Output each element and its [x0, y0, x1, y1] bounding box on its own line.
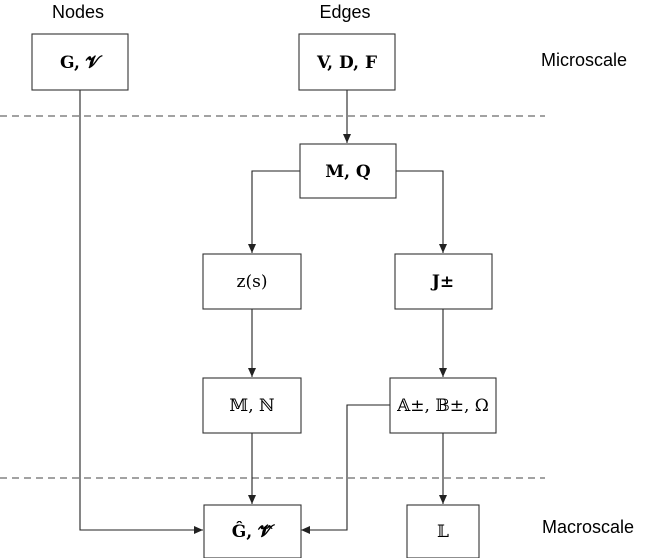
edge-gv-to-ghat [79, 90, 203, 534]
box-mm-nn-label: 𝕄, ℕ [229, 396, 274, 416]
macroscale-label: Macroscale [542, 517, 634, 537]
box-v-d-f: V, D, F [298, 33, 396, 91]
box-v-d-f-label: V, D, F [316, 53, 377, 73]
box-ll: 𝕃 [406, 504, 480, 558]
box-a-b-omega: 𝔸±, 𝔹±, Ω [389, 377, 497, 434]
box-ll-label: 𝕃 [437, 522, 449, 542]
box-m-q: M, Q [299, 143, 397, 199]
box-ghat-vhat: Ĝ, 𝓥̂ [203, 504, 302, 558]
box-z-s-label: z(s) [237, 272, 268, 292]
box-j-pm: J± [394, 253, 493, 310]
edges-header: Edges [319, 2, 370, 22]
box-z-s: z(s) [202, 253, 302, 310]
nodes-header: Nodes [52, 2, 104, 22]
box-g-v-label: G, 𝓥 [60, 53, 103, 73]
edge-mq-to-jpm [396, 170, 447, 253]
box-mm-nn: 𝕄, ℕ [202, 377, 302, 434]
microscale-label: Microscale [541, 50, 627, 70]
edge-mq-to-zs [248, 170, 300, 253]
box-j-pm-label: J± [430, 272, 454, 292]
box-g-v: G, 𝓥 [31, 33, 129, 91]
box-m-q-label: M, Q [325, 162, 371, 182]
box-a-b-omega-label: 𝔸±, 𝔹±, Ω [396, 396, 489, 416]
edge-ab-to-ghat [301, 404, 390, 534]
box-ghat-vhat-label: Ĝ, 𝓥̂ [232, 521, 275, 542]
